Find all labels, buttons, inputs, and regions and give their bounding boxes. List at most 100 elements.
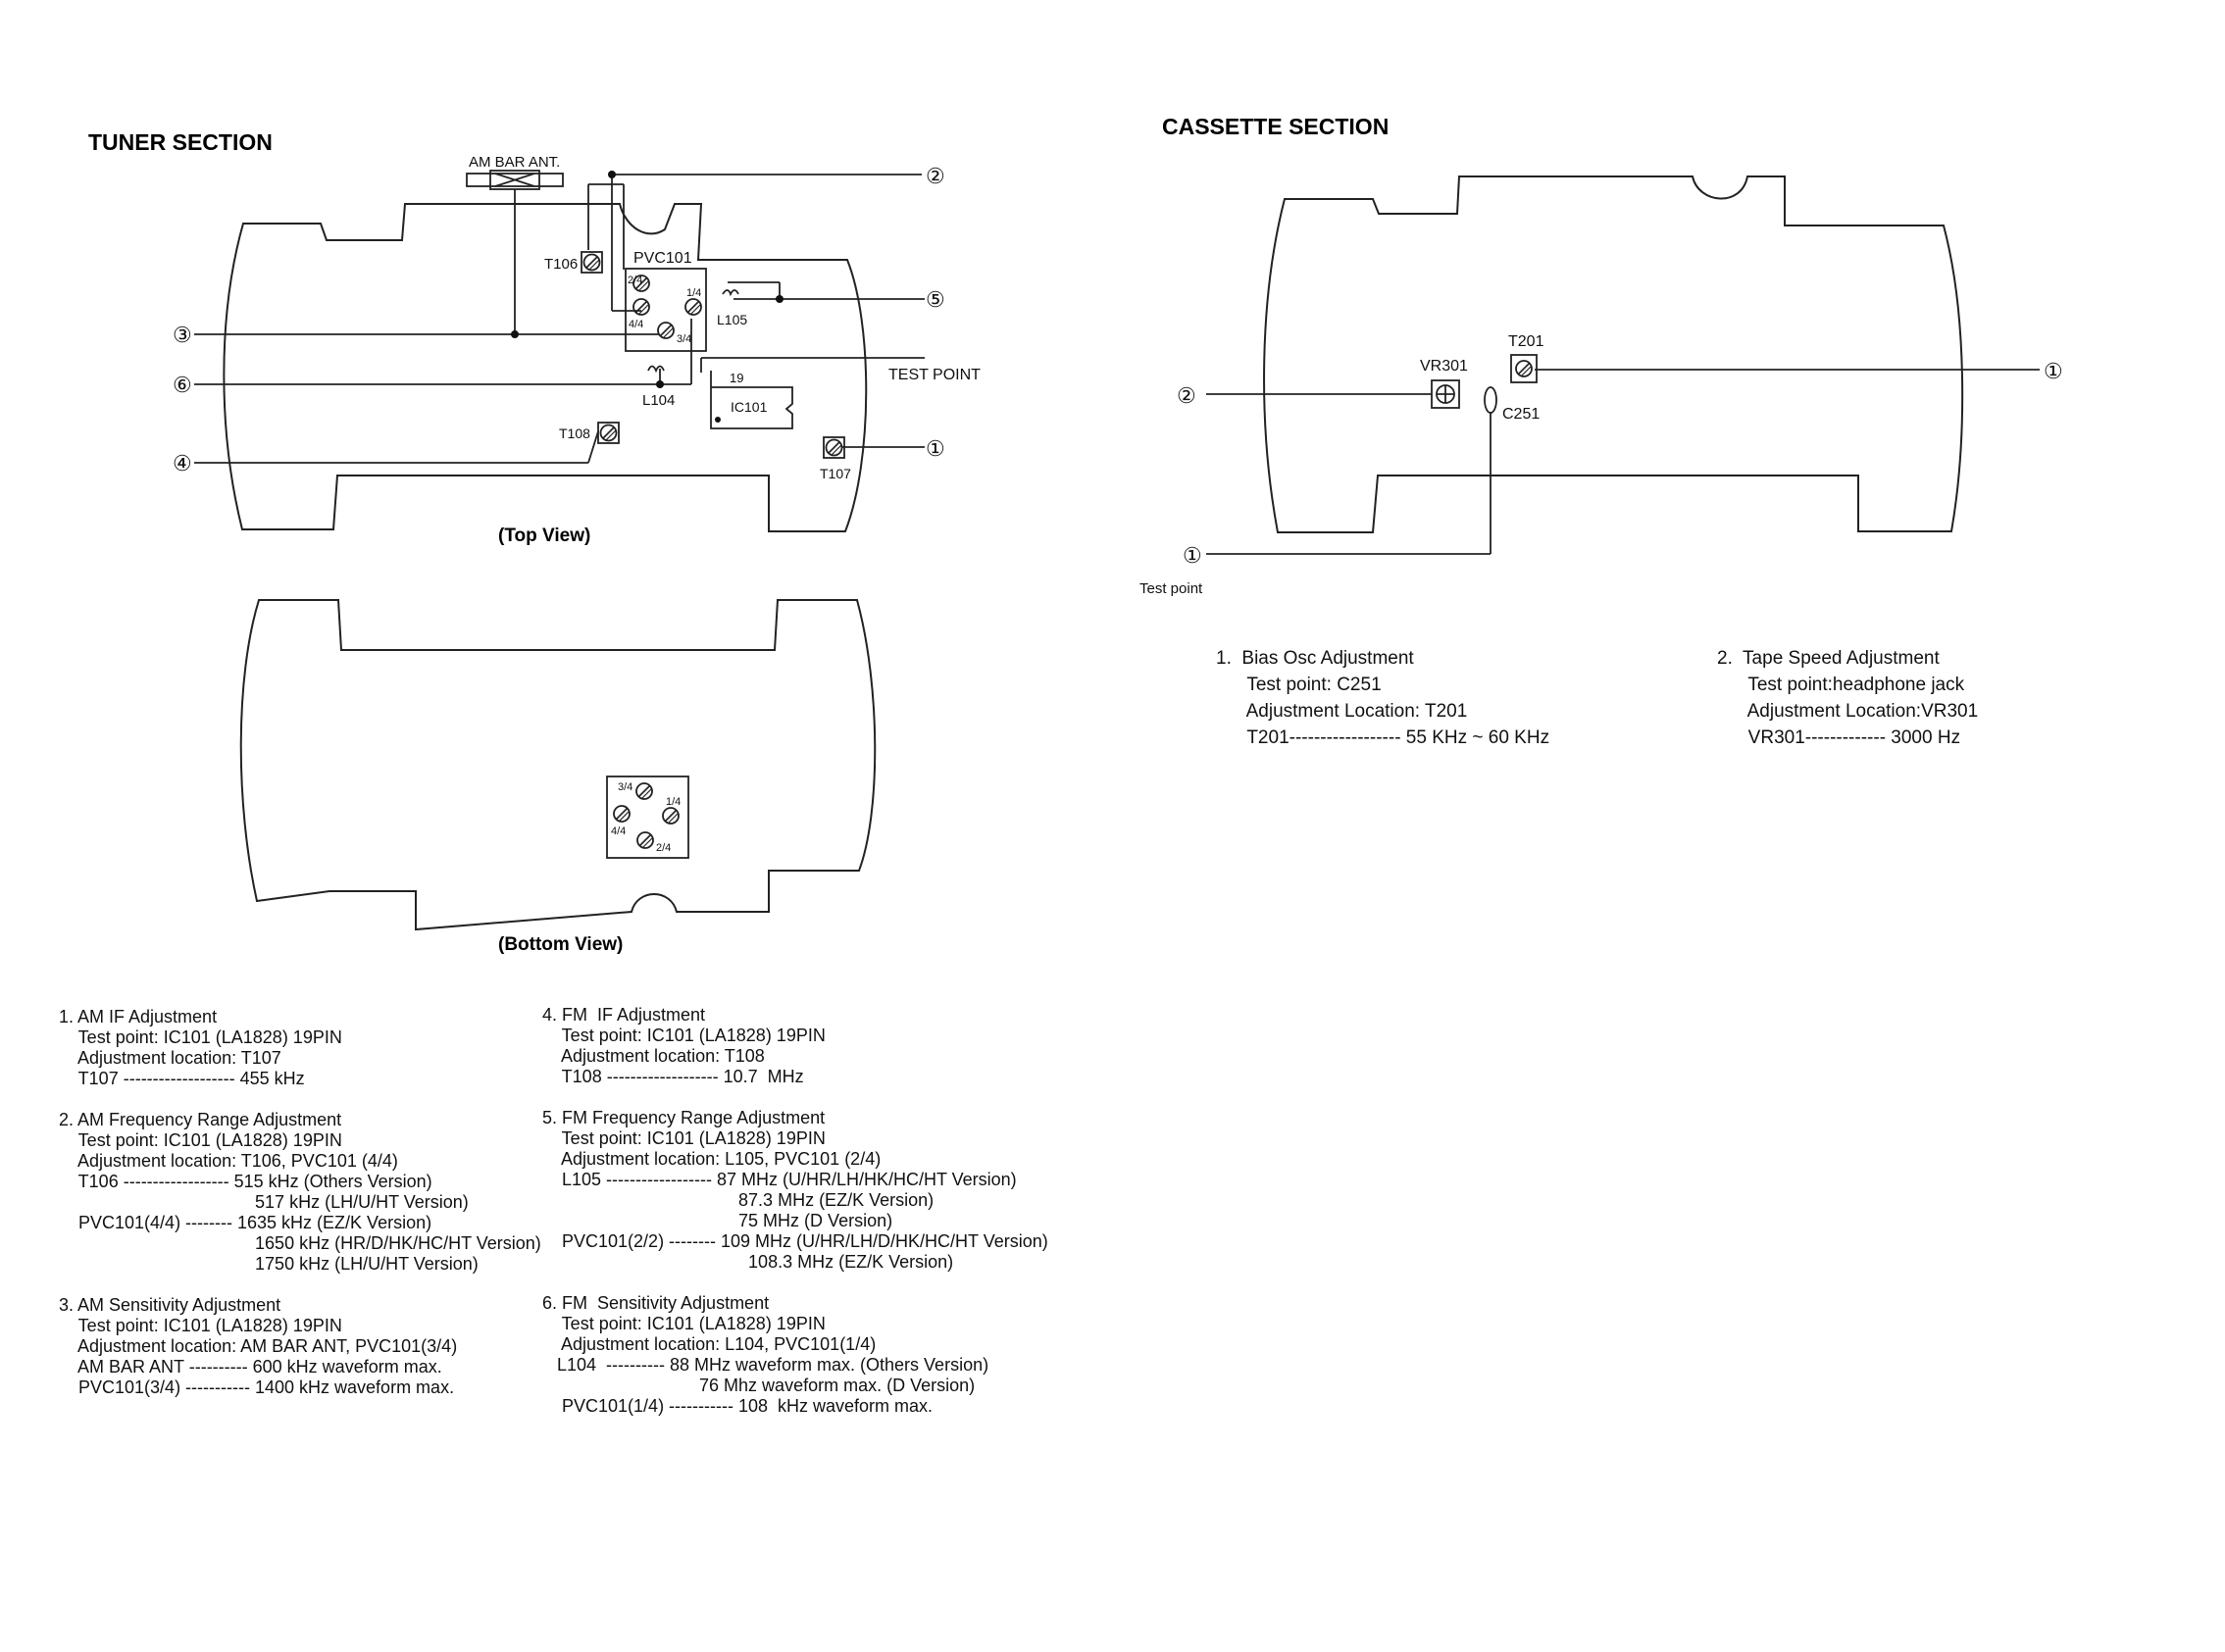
adjustment-line: Test point: IC101 (LA1828) 19PIN	[542, 1314, 826, 1333]
adjustment-line: 1650 kHz (HR/D/HK/HC/HT Version)	[59, 1233, 541, 1253]
adjustment-line: PVC101(4/4) -------- 1635 kHz (EZ/K Vers…	[59, 1213, 432, 1232]
adjustment-line: Test point: C251	[1216, 675, 1382, 695]
test-point-label: TEST POINT	[888, 367, 981, 383]
pvc101-2-4-label: 2/4	[628, 275, 642, 286]
pvc101-bottom-icon	[606, 776, 689, 859]
adjustment-line: 76 Mhz waveform max. (D Version)	[542, 1376, 976, 1395]
adjustment-line: Test point:headphone jack	[1717, 675, 1965, 695]
adjustment-line: 6. FM Sensitivity Adjustment	[542, 1293, 770, 1313]
adjustment-line: Test point: IC101 (LA1828) 19PIN	[59, 1130, 342, 1150]
cassette-test-point-label: Test point	[1139, 580, 1203, 597]
tuner-adjustments-col1: 1. AM IF Adjustment Test point: IC101 (L…	[59, 1007, 541, 1398]
c251-label: C251	[1502, 406, 1540, 423]
cassette-wiring	[1206, 369, 2040, 555]
am-bar-antenna-icon	[466, 170, 564, 190]
vr301-label: VR301	[1420, 358, 1468, 375]
t107-coil-icon	[823, 436, 845, 459]
marker-4: ④	[173, 451, 192, 476]
adjustment-line: T107 ------------------- 455 kHz	[59, 1069, 305, 1088]
marker-3: ③	[173, 323, 192, 347]
adjustment-line: Adjustment location: T108	[542, 1046, 765, 1066]
adjustment-line: 4. FM IF Adjustment	[542, 1005, 706, 1025]
l104-label: L104	[642, 392, 675, 409]
marker-1: ①	[926, 436, 945, 461]
marker-2: ②	[926, 164, 945, 188]
adjustment-line	[542, 1273, 1048, 1293]
bottom-4-4-label: 4/4	[611, 826, 626, 837]
adjustment-line: 2. AM Frequency Range Adjustment	[59, 1110, 342, 1129]
t201-label: T201	[1508, 333, 1544, 350]
cassette-section-title: CASSETTE SECTION	[1162, 114, 1389, 139]
adjustment-line: T201------------------ 55 KHz ~ 60 KHz	[1216, 727, 1550, 748]
adjustment-line: Adjustment location: AM BAR ANT, PVC101(…	[59, 1336, 458, 1356]
adjustment-line: Test point: IC101 (LA1828) 19PIN	[59, 1027, 342, 1047]
bottom-1-4-label: 1/4	[666, 796, 681, 808]
junction-dot	[656, 380, 664, 388]
adjustment-line	[59, 1275, 541, 1295]
adjustment-line: Adjustment Location: T201	[1216, 701, 1468, 722]
marker-6: ⑥	[173, 373, 192, 397]
adjustment-line: Adjustment location: T107	[59, 1048, 281, 1068]
t108-coil-icon	[597, 422, 620, 444]
tuner-wiring	[194, 174, 925, 464]
adjustment-line: 1750 kHz (LH/U/HT Version)	[59, 1254, 479, 1274]
tuner-bottom-board-outline	[239, 599, 877, 931]
t106-label: T106	[544, 256, 578, 273]
ic101-label: IC101	[731, 399, 768, 415]
adjustment-line: VR301------------- 3000 Hz	[1717, 727, 1961, 748]
adjustment-line	[542, 1087, 1048, 1108]
bottom-3-4-label: 3/4	[618, 781, 632, 793]
adjustment-line: T108 ------------------- 10.7 MHz	[542, 1067, 804, 1086]
adjustment-line: L104 ---------- 88 MHz waveform max. (Ot…	[542, 1355, 989, 1375]
cassette-adjustments-col1: 1. Bias Osc Adjustment Test point: C251 …	[1216, 645, 1549, 751]
adjustment-line: 108.3 MHz (EZ/K Version)	[542, 1252, 954, 1272]
adjustment-line: 517 kHz (LH/U/HT Version)	[59, 1192, 469, 1212]
l105-coil-icon	[722, 289, 739, 297]
am-bar-ant-label: AM BAR ANT.	[469, 154, 560, 171]
ic101-chip-icon	[710, 371, 793, 429]
adjustment-line: 1. Bias Osc Adjustment	[1216, 648, 1414, 669]
adjustment-line: Test point: IC101 (LA1828) 19PIN	[542, 1128, 826, 1148]
adjustment-line: Adjustment location: L105, PVC101 (2/4)	[542, 1149, 882, 1169]
t108-label: T108	[559, 426, 590, 441]
cassette-adjustments-col2: 2. Tape Speed Adjustment Test point:head…	[1717, 645, 1978, 751]
cassette-marker-1-bottom: ①	[1183, 543, 1202, 568]
adjustment-line: PVC101(2/2) -------- 109 MHz (U/HR/LH/D/…	[542, 1231, 1048, 1251]
l105-label: L105	[717, 312, 747, 327]
t106-coil-icon	[581, 251, 603, 274]
pvc101-4-4-label: 4/4	[629, 319, 643, 330]
pvc101-3-4-label: 3/4	[677, 333, 691, 345]
adjustment-line: Adjustment Location:VR301	[1717, 701, 1979, 722]
bottom-2-4-label: 2/4	[656, 842, 671, 854]
adjustment-line: 1. AM IF Adjustment	[59, 1007, 218, 1026]
junction-dot	[511, 330, 519, 338]
adjustment-line: L105 ------------------ 87 MHz (U/HR/LH/…	[542, 1170, 1017, 1189]
l104-coil-icon	[647, 365, 665, 374]
ic101-pin-19-label: 19	[730, 371, 743, 385]
adjustment-line: PVC101(3/4) ----------- 1400 kHz wavefor…	[59, 1377, 455, 1397]
adjustment-line: 87.3 MHz (EZ/K Version)	[542, 1190, 935, 1210]
tuner-adjustments-col2: 4. FM IF Adjustment Test point: IC101 (L…	[542, 1005, 1048, 1417]
adjustment-line: PVC101(1/4) ----------- 108 kHz waveform…	[542, 1396, 934, 1416]
adjustment-line: 75 MHz (D Version)	[542, 1211, 893, 1230]
adjustment-line	[59, 1089, 541, 1110]
tuner-top-board-outline	[223, 203, 868, 532]
adjustment-line: Adjustment location: L104, PVC101(1/4)	[542, 1334, 877, 1354]
tuner-section-title: TUNER SECTION	[88, 129, 273, 155]
bottom-view-caption: (Bottom View)	[498, 934, 623, 955]
adjustment-line: Test point: IC101 (LA1828) 19PIN	[59, 1316, 342, 1335]
vr301-potentiometer-icon	[1431, 379, 1460, 409]
adjustment-line: Test point: IC101 (LA1828) 19PIN	[542, 1026, 826, 1045]
adjustment-line: 5. FM Frequency Range Adjustment	[542, 1108, 826, 1127]
junction-dot	[608, 171, 616, 178]
c251-capacitor-icon	[1484, 386, 1497, 414]
junction-dot	[776, 295, 784, 303]
adjustment-line: 3. AM Sensitivity Adjustment	[59, 1295, 281, 1315]
pvc101-label: PVC101	[633, 250, 692, 267]
adjustment-line: T106 ------------------ 515 kHz (Others …	[59, 1172, 432, 1191]
pvc101-variable-capacitor-icon	[625, 268, 707, 352]
t107-label: T107	[820, 466, 851, 481]
marker-5: ⑤	[926, 287, 945, 312]
adjustment-line: Adjustment location: T106, PVC101 (4/4)	[59, 1151, 398, 1171]
adjustment-line: AM BAR ANT ---------- 600 kHz waveform m…	[59, 1357, 442, 1377]
